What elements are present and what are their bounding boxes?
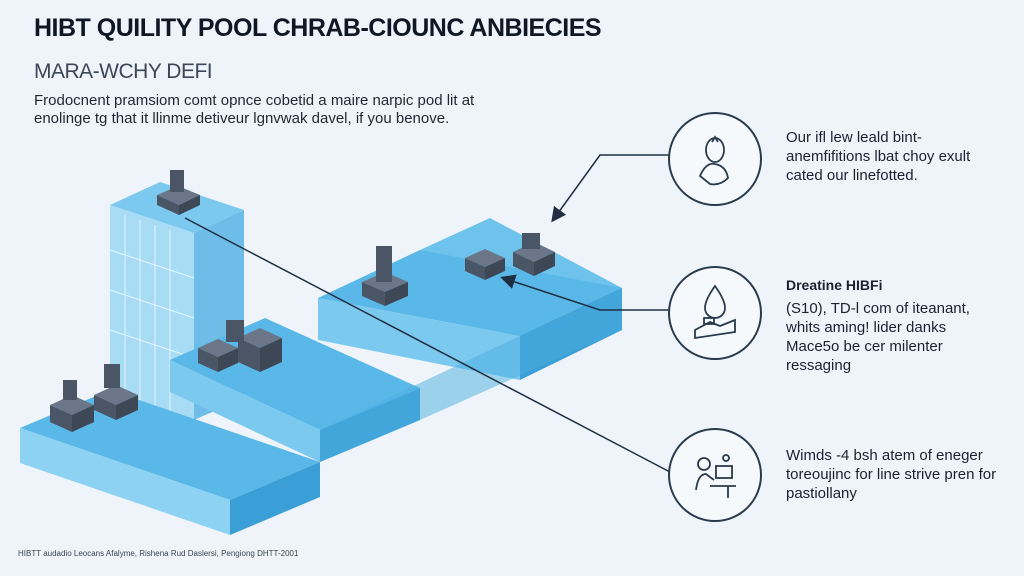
block-middle-slab bbox=[362, 246, 408, 306]
connector-1 bbox=[551, 154, 670, 223]
block-back-2 bbox=[513, 233, 555, 276]
page-title: HIBT QUILITY POOL CHRAB-CIOUNC ANBIECIES bbox=[34, 14, 602, 42]
connector-2 bbox=[500, 274, 670, 311]
intro-text: Frodocnent pramsiom comt opnce cobetid a… bbox=[34, 92, 475, 127]
connector-3 bbox=[184, 217, 685, 485]
callout-1: Our ifl lew leald bint- anemfifitions lb… bbox=[786, 128, 1001, 185]
block-mid-1 bbox=[198, 339, 238, 372]
water-drop-icon bbox=[668, 266, 762, 360]
callout-3: Wimds -4 bsh atem of eneger toreoujinc f… bbox=[786, 446, 1001, 503]
callout-2-text: (S10), TD-l com of iteanant, whits aming… bbox=[786, 300, 970, 374]
block-front-2 bbox=[94, 364, 138, 420]
callout-2: Dreatine HIBFi (S10), TD-l com of iteana… bbox=[786, 276, 1001, 375]
page-subtitle: MARA-WCHY DEFI bbox=[34, 60, 213, 83]
callout-2-heading: Dreatine HIBFi bbox=[786, 277, 883, 293]
slab-front-right bbox=[320, 288, 622, 462]
block-mid-2 bbox=[226, 320, 282, 372]
footer-credits: HIBTT audadio Leocans Afalyme, Rishena R… bbox=[18, 549, 299, 558]
block-tower-top bbox=[157, 170, 200, 215]
callout-1-text: Our ifl lew leald bint- anemfifitions lb… bbox=[786, 129, 971, 184]
hand-holding-coin-icon bbox=[668, 112, 762, 206]
person-at-desk-icon bbox=[668, 428, 762, 522]
callout-3-text: Wimds -4 bsh atem of eneger toreoujinc f… bbox=[786, 447, 997, 502]
slab-front-left bbox=[20, 390, 320, 535]
block-front-1 bbox=[50, 380, 94, 432]
block-back-1 bbox=[465, 249, 505, 280]
